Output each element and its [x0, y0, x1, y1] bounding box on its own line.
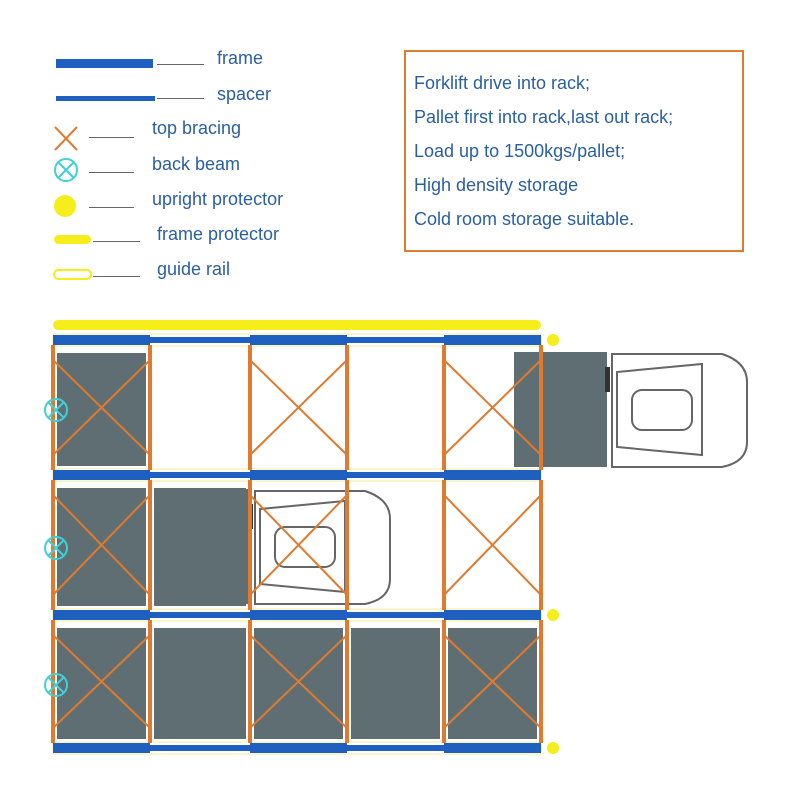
feature-item: Cold room storage suitable. — [414, 209, 635, 229]
legend-guide-rail: guide rail — [157, 259, 231, 279]
top-bracing — [52, 634, 151, 729]
leader-line — [157, 98, 204, 99]
pallet — [57, 628, 146, 739]
back-beam-x — [47, 676, 65, 694]
back-beam-x — [47, 401, 65, 419]
frame — [53, 743, 150, 753]
legend-upright-protector: upright protector — [152, 189, 284, 209]
spacer — [150, 745, 250, 751]
frame — [250, 610, 347, 620]
upright — [148, 345, 152, 470]
spacer — [347, 745, 444, 751]
feature-item: Load up to 1500kgs/pallet; — [414, 141, 626, 161]
frame — [444, 743, 541, 753]
frame — [53, 610, 150, 620]
top-bracing — [443, 494, 542, 596]
leader-line — [89, 137, 134, 138]
legend-top-bracing: top bracing — [152, 118, 242, 138]
top-bracing-icon — [54, 126, 78, 151]
spacer — [347, 612, 444, 618]
frame-protector-icon — [54, 235, 91, 244]
frame — [250, 335, 347, 345]
upright — [345, 620, 349, 743]
spacer — [347, 472, 444, 478]
top-bracing — [249, 634, 348, 729]
upright — [248, 345, 252, 470]
fork-mast — [605, 367, 610, 392]
spacer — [150, 337, 250, 343]
frame — [444, 470, 541, 480]
feature-item: Pallet first into rack,last out rack; — [414, 107, 674, 127]
pallet — [448, 628, 537, 739]
upright — [148, 480, 152, 610]
leader-line — [93, 276, 140, 277]
top-bracing — [249, 359, 348, 456]
pallet — [57, 488, 146, 606]
leader-line — [157, 64, 204, 65]
frame — [444, 335, 541, 345]
back-beam — [44, 536, 68, 560]
back-beam — [44, 673, 68, 697]
pallet — [254, 628, 343, 739]
upright — [442, 480, 446, 610]
top-bracing — [443, 634, 542, 729]
upright — [345, 480, 349, 610]
forklift-body — [254, 490, 391, 605]
upright — [539, 480, 543, 610]
spacer — [150, 612, 250, 618]
back-beam — [44, 398, 68, 422]
upright — [248, 480, 252, 610]
top-bracing — [52, 359, 151, 456]
upright — [442, 345, 446, 470]
legend-frame-protector: frame protector — [157, 224, 280, 244]
upright-protector — [547, 609, 559, 621]
top-bracing — [52, 494, 151, 596]
frame — [250, 470, 347, 480]
forklift-cabin — [616, 362, 703, 457]
forklift-seat — [274, 526, 336, 568]
upright — [148, 620, 152, 743]
legend-back-beam: back beam — [152, 154, 241, 174]
forklift-body — [611, 353, 748, 468]
upright-protector — [547, 742, 559, 754]
legend-frame: frame — [217, 48, 264, 68]
carried-pallet — [157, 489, 250, 604]
frame — [53, 335, 150, 345]
spacer — [347, 337, 444, 343]
pallet — [57, 353, 146, 466]
upright-protector — [547, 334, 559, 346]
frame — [53, 470, 150, 480]
leader-line — [89, 172, 134, 173]
forklift-seat — [631, 389, 693, 431]
upright-protector-icon — [54, 195, 76, 217]
frame-protector — [53, 320, 541, 330]
upright — [539, 345, 543, 470]
frame-swatch — [56, 59, 153, 68]
upright — [539, 620, 543, 743]
feature-item: High density storage — [414, 175, 579, 195]
top-bracing — [443, 359, 542, 456]
leader-line — [93, 241, 140, 242]
guide-rail-icon — [53, 269, 92, 280]
pallet — [351, 628, 440, 739]
upright — [442, 620, 446, 743]
back-beam-icon — [54, 158, 78, 182]
frame — [444, 610, 541, 620]
pallet — [154, 628, 246, 739]
back-beam-x — [47, 539, 65, 557]
legend-icons — [53, 126, 92, 280]
spacer — [150, 472, 250, 478]
upright — [248, 620, 252, 743]
upright — [345, 345, 349, 470]
frame — [250, 743, 347, 753]
legend-spacer: spacer — [217, 84, 272, 104]
features-box: Forklift drive into rack; Pallet first i… — [404, 50, 744, 252]
feature-item: Forklift drive into rack; — [414, 73, 591, 93]
top-bracing — [249, 494, 348, 596]
carried-pallet — [514, 352, 607, 467]
leader-line — [89, 207, 134, 208]
spacer-swatch — [56, 96, 155, 101]
